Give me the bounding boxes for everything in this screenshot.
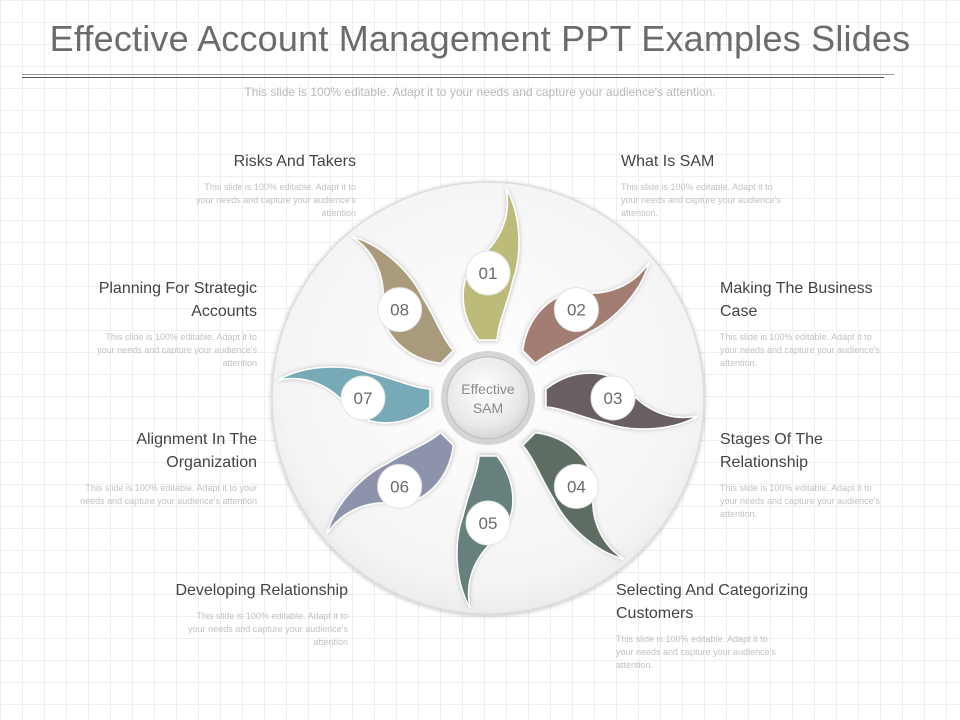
petal-number: 03 xyxy=(604,389,623,408)
label-heading: Risks And Takers xyxy=(233,153,356,170)
label-description: This slide is 100% editable. Adapt it to… xyxy=(720,332,880,368)
petal-number: 08 xyxy=(390,301,409,320)
number-badge xyxy=(465,500,511,546)
label-heading: Selecting And Categorizing Customers xyxy=(616,582,809,622)
label-heading: Planning For Strategic Accounts xyxy=(98,280,257,320)
petal-number: 01 xyxy=(479,264,498,283)
petal-number: 05 xyxy=(479,514,498,533)
label-what-is-sam: What Is SAM This slide is 100% editable.… xyxy=(621,150,821,220)
page-subtitle: This slide is 100% editable. Adapt it to… xyxy=(244,85,716,99)
number-badge xyxy=(553,463,599,509)
petal-01 xyxy=(462,187,520,341)
number-badge xyxy=(377,463,423,509)
label-developing-relationship: Developing Relationship This slide is 10… xyxy=(148,579,348,649)
petal-02 xyxy=(521,261,650,365)
label-heading: Stages Of The Relationship xyxy=(720,431,823,471)
label-making-business-case: Making The Business Case This slide is 1… xyxy=(720,277,880,370)
petal-number: 06 xyxy=(390,477,409,496)
number-badge xyxy=(377,287,423,333)
petal-08 xyxy=(351,236,455,365)
label-heading: What Is SAM xyxy=(621,153,715,170)
label-description: This slide is 100% editable. Adapt it to… xyxy=(80,483,257,506)
petal-04 xyxy=(521,431,625,560)
label-description: This slide is 100% editable. Adapt it to… xyxy=(616,634,776,670)
number-badge xyxy=(465,250,511,296)
hub-label-line2: SAM xyxy=(473,400,503,416)
petal-number: 07 xyxy=(354,389,373,408)
label-heading: Developing Relationship xyxy=(175,582,348,599)
label-stages-of-relationship: Stages Of The Relationship This slide is… xyxy=(720,428,880,521)
label-alignment-organization: Alignment In The Organization This slide… xyxy=(57,428,257,508)
petal-06 xyxy=(326,431,455,535)
label-selecting-customers: Selecting And Categorizing Customers Thi… xyxy=(616,579,846,672)
hub-label-line1: Effective xyxy=(461,381,515,397)
title-divider xyxy=(22,74,894,75)
title-divider-dark xyxy=(22,77,884,78)
page-title: Effective Account Management PPT Example… xyxy=(49,18,911,59)
hub-circle xyxy=(446,356,530,440)
petal-number: 04 xyxy=(567,477,586,496)
number-badge xyxy=(553,287,599,333)
label-heading: Making The Business Case xyxy=(720,280,873,320)
label-heading: Alignment In The Organization xyxy=(136,431,257,471)
petal-07 xyxy=(277,366,431,424)
number-badge xyxy=(340,375,386,421)
label-description: This slide is 100% editable. Adapt it to… xyxy=(188,611,348,647)
label-risks-and-takers: Risks And Takers This slide is 100% edit… xyxy=(156,150,356,220)
label-description: This slide is 100% editable. Adapt it to… xyxy=(621,182,781,218)
label-description: This slide is 100% editable. Adapt it to… xyxy=(97,332,257,368)
petal-05 xyxy=(456,455,514,609)
label-description: This slide is 100% editable. Adapt it to… xyxy=(720,483,880,519)
number-badge xyxy=(590,375,636,421)
petal-03 xyxy=(545,372,699,430)
label-planning-strategic-accounts: Planning For Strategic Accounts This sli… xyxy=(57,277,257,370)
label-description: This slide is 100% editable. Adapt it to… xyxy=(196,182,356,218)
petal-number: 02 xyxy=(567,301,586,320)
